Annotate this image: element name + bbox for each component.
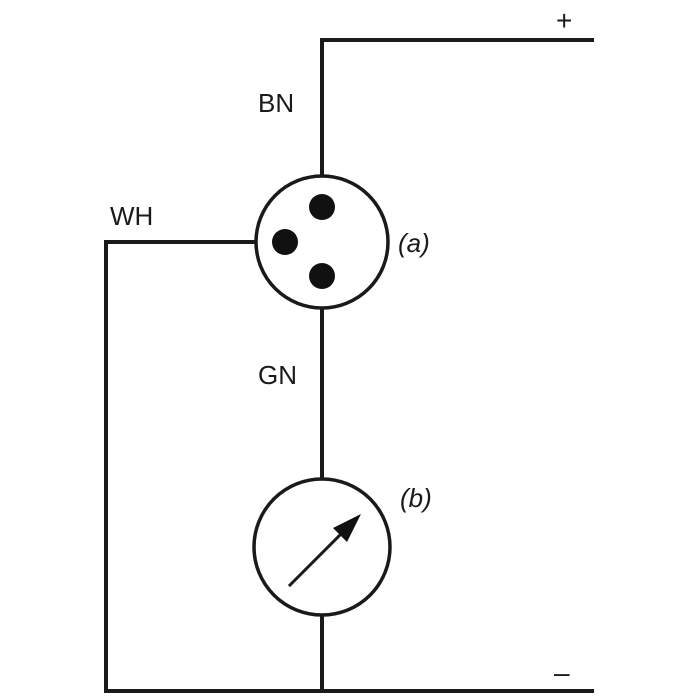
wires bbox=[104, 38, 594, 693]
label-connector-ref: (a) bbox=[398, 228, 430, 258]
meter-arrow-head-icon bbox=[333, 514, 361, 542]
wire-bn-positive bbox=[320, 38, 594, 180]
label-positive-terminal: + bbox=[556, 5, 572, 36]
meter-gauge bbox=[252, 477, 392, 617]
label-bn: BN bbox=[258, 88, 294, 118]
label-negative-terminal: – bbox=[554, 657, 570, 688]
connector-pin-left bbox=[272, 229, 298, 255]
connector-body bbox=[254, 174, 390, 310]
label-meter-ref: (b) bbox=[400, 483, 432, 513]
meter-body bbox=[252, 477, 392, 617]
connector-pin-bottom bbox=[309, 263, 335, 289]
connector-pin-top bbox=[309, 194, 335, 220]
wire-wh bbox=[104, 240, 257, 693]
label-wh: WH bbox=[110, 201, 153, 231]
label-gn: GN bbox=[258, 360, 297, 390]
meter-needle bbox=[287, 529, 346, 588]
connector-3-pin bbox=[254, 174, 390, 310]
